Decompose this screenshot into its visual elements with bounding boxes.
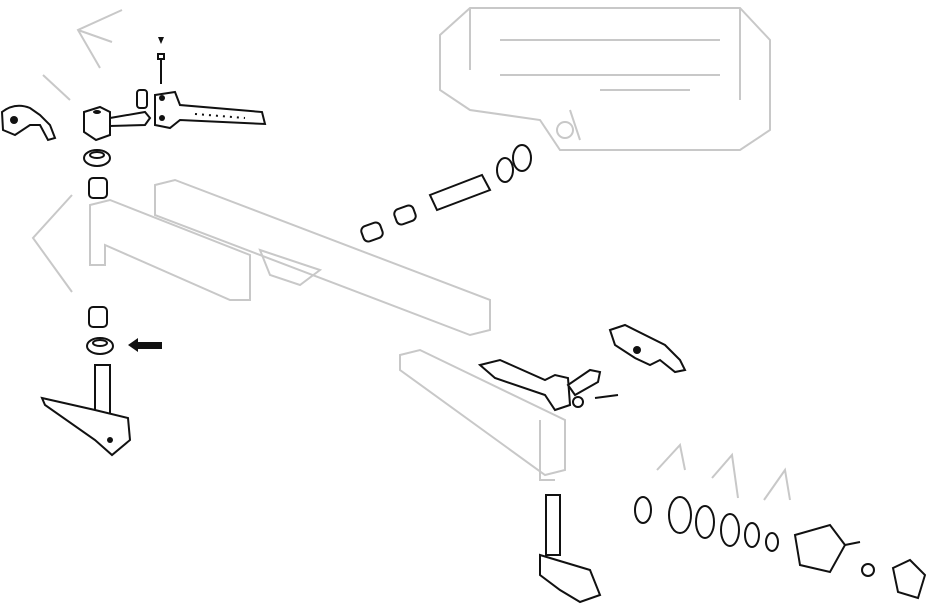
steering-lever[interactable]	[83, 105, 152, 142]
seal-ring-lower[interactable]	[86, 337, 114, 355]
hub-bolt	[844, 541, 861, 546]
bushing-small[interactable]	[136, 89, 148, 109]
axle-beam-ghost	[89, 178, 566, 481]
hub-assembly[interactable]	[634, 496, 926, 600]
thrust-washers[interactable]	[496, 144, 532, 183]
nut[interactable]	[572, 396, 584, 408]
seal-ring-upper[interactable]	[83, 149, 111, 167]
castle-nut	[861, 563, 875, 577]
chevron-marks-ghost	[31, 9, 791, 501]
bolt-top[interactable]	[157, 37, 165, 84]
stub-axle-right[interactable]	[539, 494, 602, 604]
chassis-frame-ghost	[439, 7, 771, 151]
spacer-ring	[744, 522, 760, 548]
stub-axle-left[interactable]	[40, 364, 132, 457]
bushing-lower[interactable]	[88, 306, 108, 328]
small-bearing	[765, 532, 779, 552]
steering-arm-right[interactable]	[608, 323, 687, 374]
king-pin[interactable]	[428, 173, 492, 212]
bushing-upper[interactable]	[88, 177, 108, 199]
steering-lever-right[interactable]	[477, 358, 602, 412]
hub	[793, 523, 847, 574]
highlight-arrow	[128, 338, 162, 352]
drag-link[interactable]	[154, 90, 267, 130]
bearing-cup	[720, 513, 740, 547]
dust-seal	[634, 496, 652, 524]
steering-arm-left[interactable]	[0, 104, 57, 142]
bushing-pair[interactable]	[360, 204, 417, 243]
bearing-cone	[695, 505, 715, 539]
hub-cap	[891, 558, 926, 600]
bearing-race	[668, 496, 692, 534]
bolt-right[interactable]	[594, 394, 619, 399]
